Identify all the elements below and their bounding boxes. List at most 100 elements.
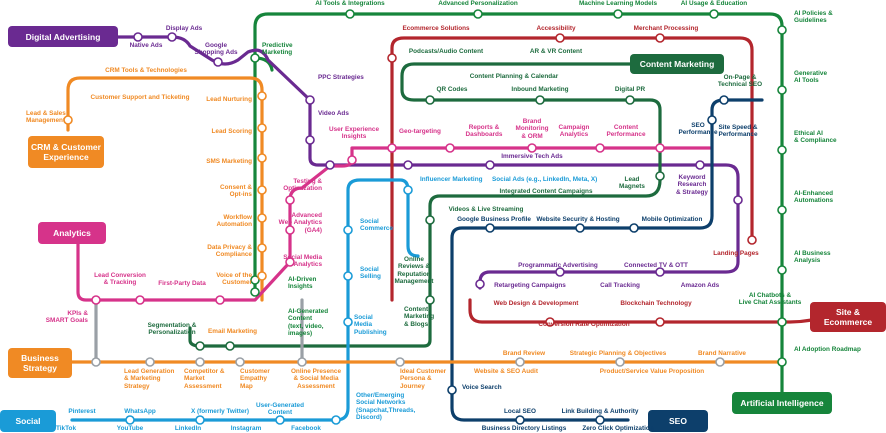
station-label: Customer Empathy Map	[240, 368, 270, 390]
station-label: Lead & Sales Management	[26, 110, 66, 125]
station-label: Web Design & Development	[493, 300, 579, 307]
station-label: Merchant Processing	[633, 25, 699, 32]
station-dot	[403, 185, 413, 195]
station-label: Advanced Web Analytics (GA4)	[278, 212, 322, 234]
station-dot	[275, 415, 285, 425]
station-dot	[719, 95, 729, 105]
station-label: Landing Pages	[713, 250, 759, 257]
station-dot	[343, 317, 353, 327]
station-dot	[747, 235, 757, 245]
station-label: SEO Performance	[678, 122, 718, 137]
station-label: CRM Tools & Technologies	[105, 67, 187, 74]
line-content-marketing	[188, 62, 662, 348]
station-dot	[595, 415, 605, 425]
station-dot	[343, 225, 353, 235]
station-label: Instagram	[230, 425, 262, 432]
station-dot	[475, 279, 485, 289]
station-label: Data Privacy & Compliance	[207, 244, 252, 259]
station-label: Geo-targeting	[399, 128, 441, 135]
hub-label-artificial-intelligence: Artificial Intelligence	[740, 398, 824, 408]
station-label: User Experience Insights	[328, 126, 380, 141]
station-label: Machine Learning Models	[578, 0, 658, 7]
station-label: LinkedIn	[174, 425, 202, 432]
station-label: Online Presence & Social Media Assessmen…	[290, 368, 342, 390]
station-label: Competitor & Market Assessment	[184, 368, 225, 390]
station-dot	[195, 357, 205, 367]
station-label: Connected TV & OTT	[624, 262, 688, 269]
station-label: Reports & Dashboards	[465, 124, 503, 139]
station-dot	[575, 223, 585, 233]
station-dot	[305, 135, 315, 145]
station-label: Mobile Optimization	[641, 216, 703, 223]
station-label: TikTok	[55, 425, 77, 432]
station-dot	[343, 271, 353, 281]
station-dot	[425, 215, 435, 225]
station-label: Customer Support and Ticketing	[90, 94, 190, 101]
station-label: Ideal Customer Persona & Journey	[400, 368, 447, 390]
station-dot	[695, 160, 705, 170]
station-label: Google Business Profile	[457, 216, 531, 223]
station-dot	[250, 53, 260, 63]
station-dot	[515, 357, 525, 367]
hub-label-site-ecommerce: Site & Ecommerce	[823, 307, 873, 327]
station-dot	[777, 145, 787, 155]
hub-label-analytics: Analytics	[53, 228, 91, 238]
station-dot	[527, 143, 537, 153]
station-label: Business Directory Listings	[481, 425, 567, 432]
station-dot	[125, 415, 135, 425]
station-dot	[545, 317, 555, 327]
station-dot	[257, 271, 267, 281]
station-dot	[225, 341, 235, 351]
station-dot	[777, 85, 787, 95]
station-label: Accessibility	[536, 25, 576, 32]
station-dot	[777, 205, 787, 215]
station-label: X (formerly Twitter)	[190, 408, 250, 415]
station-label: Website Security & Hosting	[536, 216, 620, 223]
station-label: Lead Nurturing	[206, 96, 252, 103]
station-label: Videos & Live Streaming	[448, 206, 524, 213]
hub-social	[0, 410, 56, 432]
station-dot	[250, 275, 260, 285]
line-crm	[66, 76, 264, 302]
station-label: Strategic Planning & Objectives	[569, 350, 667, 357]
station-dot	[257, 213, 267, 223]
station-dot	[387, 53, 397, 63]
station-label: WhatsApp	[124, 408, 156, 415]
station-label: Conversion Rate Optimization	[538, 321, 630, 328]
station-dot	[425, 95, 435, 105]
hub-label-business-strategy: Business Strategy	[21, 353, 59, 373]
station-label: Facebook	[291, 425, 321, 432]
station-dot	[297, 357, 307, 367]
station-label: AI Tools & Integrations	[315, 0, 385, 7]
hub-label-social: Social	[15, 416, 41, 426]
station-label: Video Ads	[318, 110, 349, 117]
station-label: Online Reviews & Reputation Management	[394, 256, 434, 286]
station-label: Call Tracking	[600, 282, 640, 289]
station-label: YouTube	[116, 425, 144, 432]
station-label: Predictive Marketing	[262, 42, 293, 57]
hub-content-marketing	[630, 54, 724, 74]
hub-digital-advertising	[8, 26, 118, 47]
station-dot	[285, 195, 295, 205]
line-digital-advertising	[108, 35, 740, 290]
station-label: Brand Narrative	[698, 350, 746, 357]
station-label: Testing & Optimization	[283, 178, 322, 193]
station-dot	[629, 223, 639, 233]
hub-label-seo: SEO	[669, 416, 687, 426]
station-label: Product/Service Value Proposition	[599, 368, 705, 375]
station-label: User-Generated Content	[256, 402, 304, 417]
station-label: Ethical AI & Compliance	[794, 130, 837, 145]
station-label: Blockchain Technology	[620, 300, 692, 307]
station-label: Google Shopping Ads	[194, 42, 238, 57]
station-dot	[257, 185, 267, 195]
station-label: Keyword Research & Strategy	[676, 174, 708, 196]
station-label: Social Ads (e.g., LinkedIn, Meta, X)	[492, 176, 598, 183]
station-label: Segmentation & Personalization	[147, 322, 197, 337]
station-dot	[331, 415, 341, 425]
station-dot	[135, 295, 145, 305]
station-label: Native Ads	[129, 42, 163, 49]
station-label: Other/Emerging Social Networks (Snapchat…	[356, 392, 416, 422]
station-label: Content Planning & Calendar	[469, 73, 559, 80]
station-dot	[91, 357, 101, 367]
